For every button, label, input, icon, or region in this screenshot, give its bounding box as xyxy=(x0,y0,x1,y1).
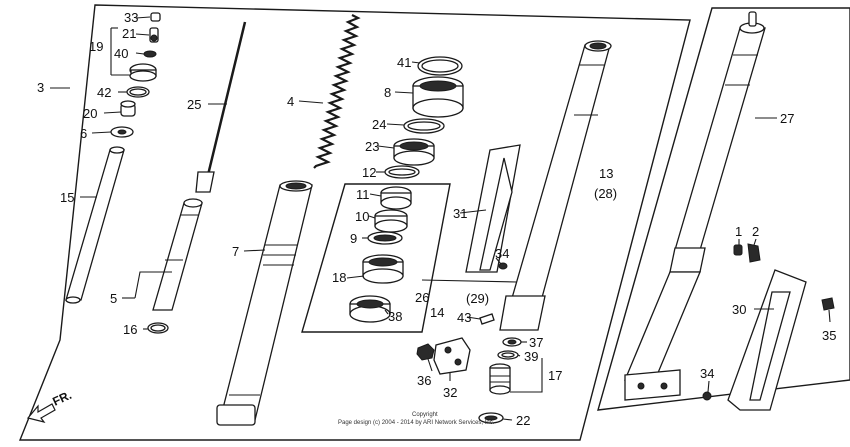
callout-2: 2 xyxy=(752,224,759,239)
callout-24: 24 xyxy=(372,117,386,132)
part-25-damper-rod xyxy=(195,21,247,193)
subassembly-frame xyxy=(301,183,451,333)
part-39-oring xyxy=(497,350,519,360)
front-label: FR. xyxy=(50,388,73,409)
callout-41: 41 xyxy=(397,55,411,70)
callout-4: 4 xyxy=(287,94,294,109)
callout-43: 43 xyxy=(457,310,471,325)
part-22-seal xyxy=(478,412,504,424)
callout-32: 32 xyxy=(443,385,457,400)
callout-26: 26 xyxy=(415,290,429,305)
callout-35: 35 xyxy=(822,328,836,343)
part-32-axle-holder xyxy=(433,337,471,375)
callout-11: 11 xyxy=(356,187,370,202)
part-34-bolt-center xyxy=(498,262,508,270)
part-40-oring xyxy=(143,50,157,58)
part-31-fork-guard xyxy=(465,144,521,273)
part-9-back-up-ring xyxy=(367,231,403,245)
part-7-inner-fork-tube xyxy=(216,180,313,426)
callout-9: 9 xyxy=(350,231,357,246)
part-8-dust-seal xyxy=(412,76,464,118)
callout-37: 37 xyxy=(529,335,543,350)
part-33-cap-bolt xyxy=(150,12,161,22)
part-2-clip xyxy=(747,243,761,263)
callout-3: 3 xyxy=(37,80,44,95)
callout-34-right: 34 xyxy=(700,366,714,381)
part-6-seat xyxy=(110,126,134,138)
part-41-circlip xyxy=(417,56,463,76)
callout-36: 36 xyxy=(417,373,431,388)
part-17-adjuster xyxy=(489,363,511,395)
callout-16: 16 xyxy=(123,322,137,337)
part-10-guide-bushing xyxy=(374,209,408,233)
part-23-oil-seal xyxy=(393,138,435,166)
part-42-oring xyxy=(126,86,150,98)
callout-13: 13 xyxy=(599,166,613,181)
copyright-line-1: Copyright xyxy=(412,412,438,418)
part-20-spacer xyxy=(120,100,136,117)
part-35-bolt xyxy=(821,297,835,311)
part-30-fork-guard xyxy=(727,269,807,411)
callout-27: 27 xyxy=(780,111,794,126)
callout-labels: 33 21 19 40 3 42 20 6 15 25 5 16 4 7 41 … xyxy=(37,10,836,428)
part-37-washer xyxy=(502,337,522,347)
callout-12: 12 xyxy=(362,165,376,180)
part-21-valve xyxy=(149,27,159,43)
part-43-pin xyxy=(479,313,495,325)
part-16-ring xyxy=(147,322,169,334)
callout-28: (28) xyxy=(594,186,617,201)
callout-6: 6 xyxy=(80,126,87,141)
part-4-fork-spring xyxy=(313,14,361,169)
part-24-stopper-ring xyxy=(403,118,445,134)
callout-5: 5 xyxy=(110,291,117,306)
part-15-spacer-pipe xyxy=(65,146,125,304)
callout-15: 15 xyxy=(60,190,74,205)
callout-23: 23 xyxy=(365,139,379,154)
callout-20: 20 xyxy=(83,106,97,121)
callout-31: 31 xyxy=(453,206,467,221)
callout-1: 1 xyxy=(735,224,742,239)
callout-21: 21 xyxy=(122,26,136,41)
front-direction-indicator: FR. xyxy=(26,388,74,423)
part-11-slider-bushing xyxy=(380,186,412,210)
copyright-notice: Copyright Page design (c) 2004 - 2014 by… xyxy=(338,412,495,426)
callout-14: 14 xyxy=(430,305,444,320)
callout-33: 33 xyxy=(124,10,138,25)
callout-38: 38 xyxy=(388,309,402,324)
callout-34-center: 34 xyxy=(495,246,509,261)
callout-18: 18 xyxy=(332,270,346,285)
callout-10: 10 xyxy=(355,209,369,224)
callout-7: 7 xyxy=(232,244,239,259)
callout-39: 39 xyxy=(524,349,538,364)
part-13-outer-fork-tube xyxy=(499,40,612,331)
right-frame xyxy=(597,7,850,411)
callout-29: (29) xyxy=(466,291,489,306)
callout-42: 42 xyxy=(97,85,111,100)
part-38-seal xyxy=(349,295,391,323)
part-34-bolt-right xyxy=(702,391,712,401)
part-27-fork-assembly xyxy=(624,11,766,401)
part-36-nut xyxy=(416,343,435,361)
callout-25: 25 xyxy=(187,97,201,112)
main-frame xyxy=(18,4,691,441)
part-5-damper-cylinder xyxy=(152,198,203,311)
callout-30: 30 xyxy=(732,302,746,317)
part-12-washer xyxy=(384,165,420,179)
subframe-leader xyxy=(421,279,518,283)
leader-lines xyxy=(50,16,831,421)
callout-19: 19 xyxy=(89,39,103,54)
part-1-clip xyxy=(733,244,743,256)
callout-17: 17 xyxy=(548,368,562,383)
callout-40: 40 xyxy=(114,46,128,61)
copyright-line-2: Page design (c) 2004 - 2014 by ARI Netwo… xyxy=(338,420,495,426)
part-19-fork-cap xyxy=(129,63,157,82)
callout-8: 8 xyxy=(384,85,391,100)
part-18-oil-seal xyxy=(362,254,404,284)
front-arrow-icon xyxy=(26,403,56,423)
callout-22: 22 xyxy=(516,413,530,428)
